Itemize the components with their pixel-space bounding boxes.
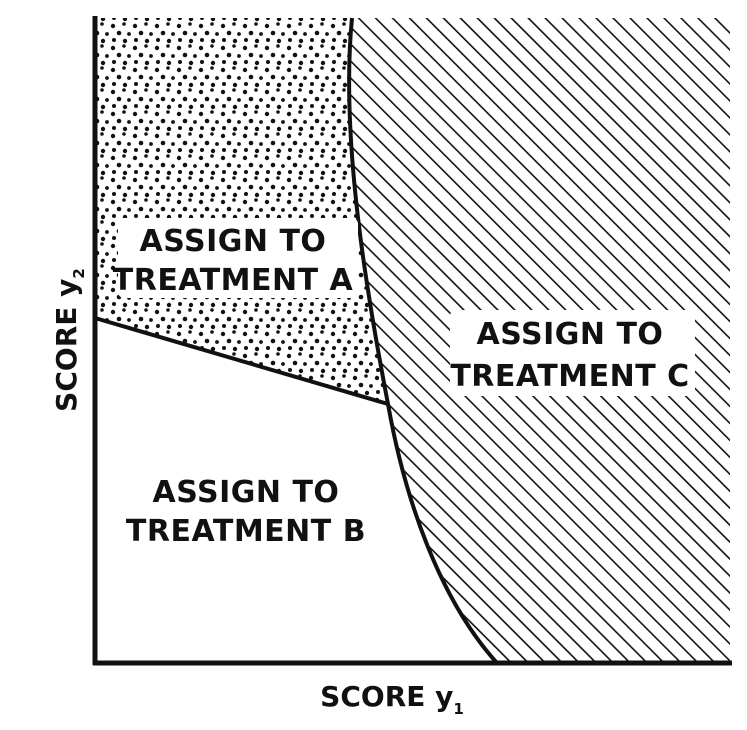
y-axis-label-text: SCORE y bbox=[50, 279, 83, 412]
region-b-label-line2: TREATMENT B bbox=[126, 514, 366, 549]
y-axis-label: SCORE y2 bbox=[50, 268, 88, 412]
boundary-curve bbox=[347, 17, 499, 665]
x-axis-label-text: SCORE y bbox=[320, 680, 453, 713]
y-axis-label-subscript: 2 bbox=[70, 268, 88, 278]
region-c-label-line2: TREATMENT C bbox=[450, 359, 689, 394]
x-axis-label: SCORE y1 bbox=[320, 680, 464, 718]
region-a-label-line2: TREATMENT A bbox=[113, 263, 354, 298]
region-b-label-line1: ASSIGN TO bbox=[153, 475, 340, 510]
boundary-line bbox=[94, 316, 389, 406]
region-a-fill bbox=[95, 18, 388, 404]
x-axis-label-subscript: 1 bbox=[453, 700, 463, 718]
region-c-label-bg bbox=[450, 310, 695, 396]
region-a-label-bg bbox=[118, 218, 358, 298]
region-c-label-line1: ASSIGN TO bbox=[477, 317, 664, 352]
region-a-label-line1: ASSIGN TO bbox=[140, 224, 327, 259]
